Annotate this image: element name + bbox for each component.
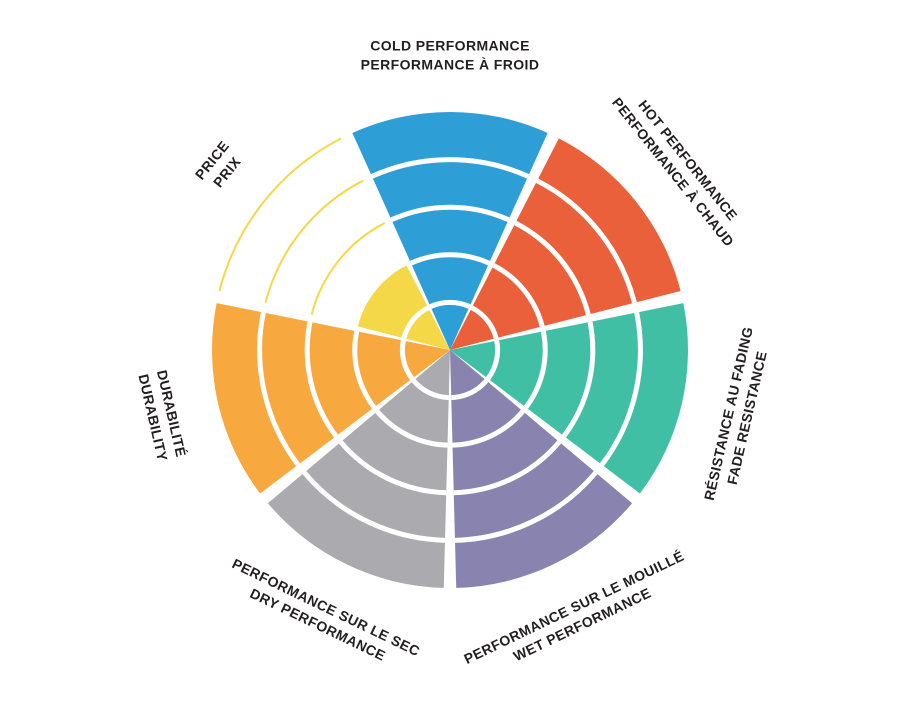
ring-divider bbox=[409, 252, 491, 266]
ring-divider bbox=[411, 378, 449, 401]
ring-divider bbox=[302, 470, 446, 543]
ring-divider bbox=[453, 440, 562, 496]
ring-divider bbox=[535, 178, 637, 304]
ring-divider bbox=[452, 409, 525, 448]
sector-label-durability: DURABILITÉDURABILITY bbox=[135, 368, 189, 463]
ring-divider bbox=[485, 340, 501, 381]
ring-divider bbox=[352, 330, 377, 409]
ring-divider bbox=[429, 299, 471, 309]
sector-label-price: PRICEPRIX bbox=[192, 138, 247, 195]
ring-divider bbox=[454, 470, 598, 543]
ring-divider bbox=[375, 409, 448, 448]
sector-wedge-hot-performance bbox=[450, 138, 681, 350]
ring-outline bbox=[264, 179, 364, 304]
ring-divider bbox=[561, 321, 596, 438]
ring-divider bbox=[492, 263, 545, 328]
ring-divider bbox=[338, 440, 447, 496]
ring-divider bbox=[514, 220, 591, 316]
sector-wedge-dry-performance bbox=[267, 350, 450, 588]
ring-divider bbox=[523, 330, 548, 409]
ring-divider bbox=[390, 204, 510, 223]
sector-wedge-price bbox=[357, 265, 450, 350]
ring-divider bbox=[257, 312, 301, 467]
sector-wedge-durability bbox=[211, 303, 450, 494]
ring-divider bbox=[599, 312, 643, 467]
sector-wedge-fade-resistance bbox=[450, 303, 689, 494]
ring-divider bbox=[399, 340, 415, 381]
ring-divider bbox=[401, 305, 430, 339]
ring-divider bbox=[451, 378, 489, 401]
ring-divider bbox=[304, 321, 339, 438]
ring-outline bbox=[218, 137, 342, 292]
sector-wedge-wet-performance bbox=[450, 350, 633, 588]
ring-divider bbox=[470, 305, 499, 339]
sector-wedge-cold-performance bbox=[352, 111, 548, 350]
ring-divider bbox=[370, 157, 530, 179]
sector-label-fade-resistance: RÉSISTANCE AU FADINGFADE RESISTANCE bbox=[701, 325, 775, 506]
ring-outline bbox=[310, 222, 386, 315]
